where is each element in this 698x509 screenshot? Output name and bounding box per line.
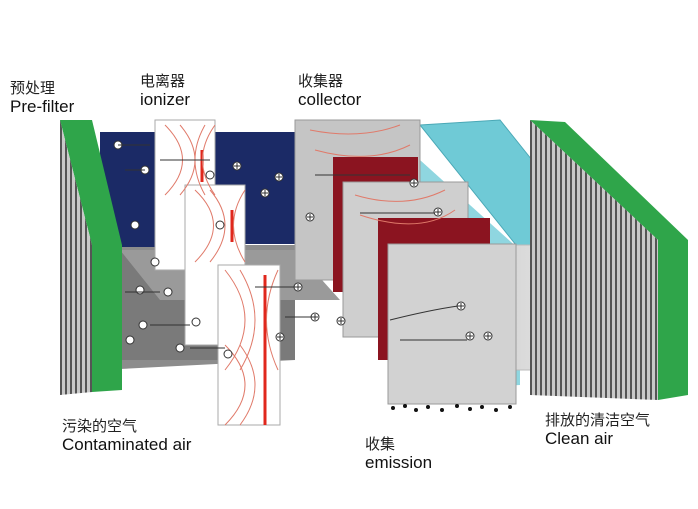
- ionizer-label-zh: 电离器: [140, 72, 186, 90]
- contaminated-air-label: 污染的空气 Contaminated air: [62, 417, 192, 455]
- trajectories: [118, 144, 467, 349]
- navy-panels: [100, 132, 295, 247]
- prefilter-label-en: Pre-filter: [10, 97, 75, 117]
- plus-signs: [234, 163, 491, 340]
- field-lines: [164, 124, 456, 426]
- emission-label: 收集 emission: [365, 435, 433, 473]
- clean-air-label-en: Clean air: [545, 429, 614, 449]
- ionizer-wires: [200, 150, 267, 425]
- pre-filter: [60, 120, 122, 395]
- emission-drops: [391, 404, 512, 412]
- prefilter-label: 预处理 Pre-filter: [10, 79, 75, 117]
- collector-plates: [294, 119, 517, 405]
- ionizer-label: 电离器 ionizer: [140, 72, 191, 110]
- clean-air-label-zh: 排放的清洁空气: [545, 411, 651, 429]
- contaminated-air-label-en: Contaminated air: [62, 435, 192, 455]
- emission-label-en: emission: [365, 453, 433, 473]
- collector-label-en: collector: [298, 90, 362, 110]
- emission-label-zh: 收集: [365, 435, 396, 453]
- prefilter-label-zh: 预处理: [10, 79, 56, 97]
- contaminated-air-label-zh: 污染的空气: [62, 417, 138, 435]
- ionizer-label-en: ionizer: [140, 90, 191, 110]
- outlet-filter: [530, 120, 688, 400]
- collector-label-zh: 收集器: [298, 72, 344, 90]
- dust-particles: [113, 140, 233, 359]
- clean-air-label: 排放的清洁空气 Clean air: [545, 411, 651, 449]
- collector-label: 收集器 collector: [298, 72, 362, 110]
